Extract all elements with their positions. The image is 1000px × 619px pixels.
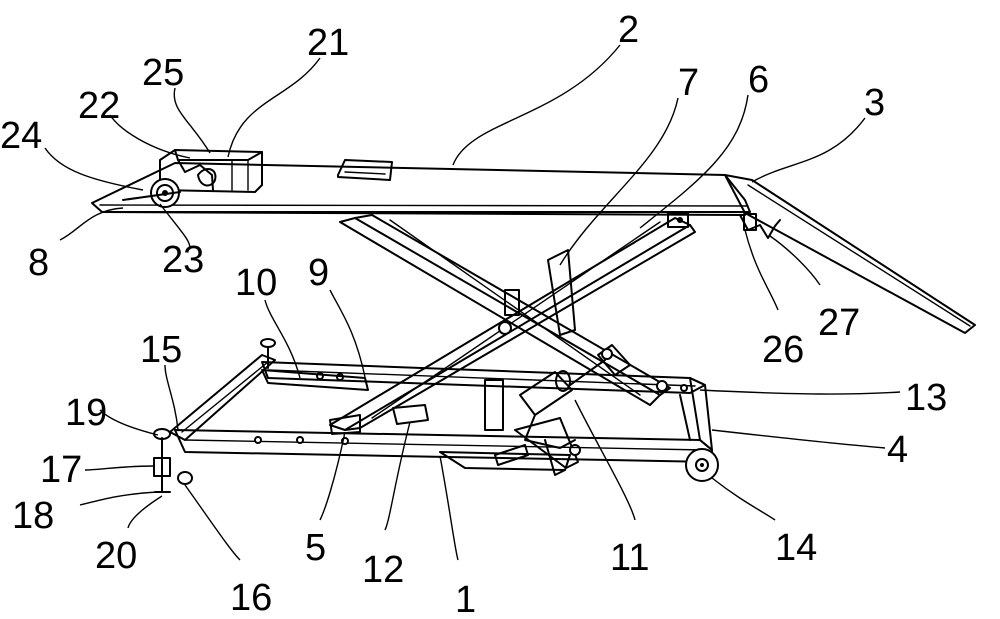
leader-lines (45, 45, 900, 560)
label-24: 24 (0, 115, 42, 157)
label-5: 5 (305, 527, 326, 569)
label-15: 15 (140, 329, 182, 371)
label-16: 16 (230, 577, 272, 619)
part-labels: 1 2 3 4 5 6 7 8 9 10 11 12 13 14 15 16 1… (0, 9, 947, 619)
label-23: 23 (162, 239, 204, 281)
label-27: 27 (818, 302, 860, 344)
label-9: 9 (308, 252, 329, 294)
label-17: 17 (40, 449, 82, 491)
label-4: 4 (887, 429, 908, 471)
hydraulic-cylinder (485, 345, 630, 448)
label-19: 19 (65, 392, 107, 434)
scissor-mechanism (330, 213, 695, 430)
label-22: 22 (78, 85, 120, 127)
label-3: 3 (864, 82, 885, 124)
label-6: 6 (748, 59, 769, 101)
label-7: 7 (678, 62, 699, 104)
label-11: 11 (610, 537, 649, 579)
label-25: 25 (142, 52, 184, 94)
label-14: 14 (775, 527, 817, 569)
label-26: 26 (762, 329, 804, 371)
label-20: 20 (95, 535, 137, 577)
label-10: 10 (235, 262, 277, 304)
label-18: 18 (12, 495, 54, 537)
label-13: 13 (905, 377, 947, 419)
label-8: 8 (28, 242, 49, 284)
rear-wheel (686, 449, 718, 481)
label-21: 21 (307, 22, 349, 64)
label-1: 1 (455, 579, 476, 619)
label-12: 12 (362, 549, 404, 591)
label-2: 2 (618, 9, 639, 51)
